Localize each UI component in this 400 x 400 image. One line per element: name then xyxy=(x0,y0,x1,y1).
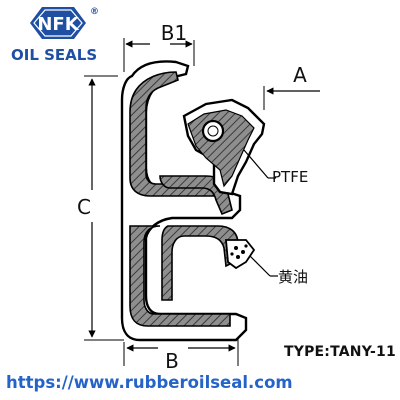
callout-grease-label: 黄油 xyxy=(278,268,308,286)
metal-case-upper xyxy=(129,71,215,197)
callout-ptfe: PTFE xyxy=(243,149,308,186)
seal-type-label: TYPE:TANY-11 xyxy=(284,344,396,360)
dimension-b1: B1 xyxy=(123,21,195,72)
dimension-b: B xyxy=(123,332,239,373)
callout-ptfe-label: PTFE xyxy=(272,168,308,186)
grease-cavity xyxy=(225,239,256,270)
registered-mark: ® xyxy=(90,7,99,17)
inner-lower-lip xyxy=(161,225,239,301)
callout-grease: 黄油 xyxy=(249,255,308,286)
metal-case-lower xyxy=(129,225,231,327)
dimension-a: A xyxy=(263,63,320,110)
brand-logo: NFK ® OIL SEALS xyxy=(11,7,99,64)
garter-spring-icon xyxy=(201,119,225,143)
dimension-c-label: C xyxy=(77,195,91,219)
dimension-a-label: A xyxy=(293,63,307,87)
dimension-c: C xyxy=(77,75,124,341)
logo-badge xyxy=(30,7,86,39)
dimension-b-label: B xyxy=(165,349,179,373)
ptfe-lip-core xyxy=(187,109,255,188)
logo-subtitle: OIL SEALS xyxy=(11,46,97,64)
logo-text: NFK xyxy=(37,14,79,35)
ptfe-lip xyxy=(182,98,266,196)
dimension-b1-label: B1 xyxy=(161,21,187,45)
website-url[interactable]: https://www.rubberoilseal.com xyxy=(6,373,293,392)
